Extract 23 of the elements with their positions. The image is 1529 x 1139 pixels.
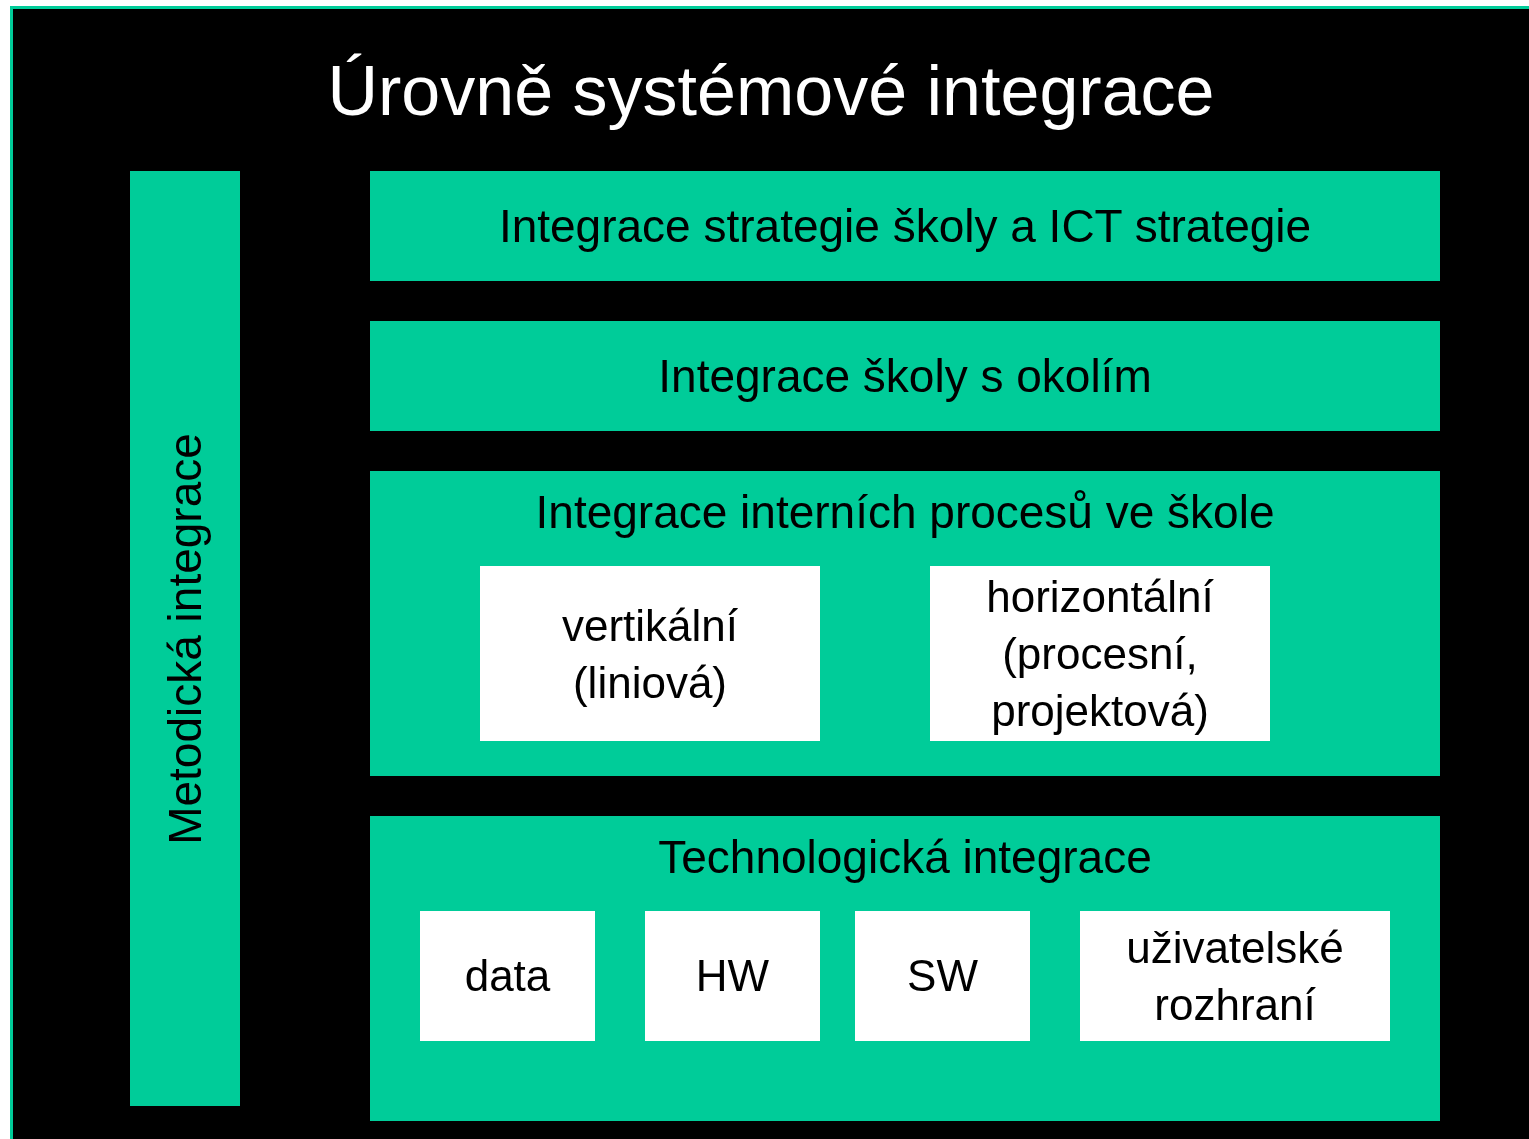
layer-band bbox=[370, 471, 1440, 776]
category-box bbox=[420, 911, 595, 1041]
box-label: uživatelské rozhraní bbox=[1125, 921, 1345, 1031]
box-label: vertikální (liniová) bbox=[560, 599, 740, 709]
band-heading: Integrace interních procesů ve škole bbox=[535, 485, 1275, 539]
vertical-band bbox=[130, 171, 240, 1106]
band-label: Integrace školy s okolím bbox=[658, 349, 1152, 403]
slide-title: Úrovně systémové integrace bbox=[326, 51, 1216, 131]
category-box bbox=[480, 566, 820, 741]
category-box bbox=[930, 566, 1270, 741]
band-label: Metodická integrace bbox=[158, 432, 212, 845]
band-label: Integrace strategie školy a ICT strategie bbox=[498, 199, 1312, 253]
box-label: HW bbox=[694, 950, 771, 1003]
box-label: horizontální (procesní, projektová) bbox=[985, 570, 1215, 738]
band-heading: Technologická integrace bbox=[658, 830, 1152, 884]
category-box bbox=[1080, 911, 1390, 1041]
layer-band bbox=[370, 816, 1440, 1121]
category-box bbox=[645, 911, 820, 1041]
layer-band bbox=[370, 321, 1440, 431]
box-label: SW bbox=[906, 950, 979, 1003]
box-label: data bbox=[463, 950, 552, 1003]
layer-band bbox=[370, 171, 1440, 281]
category-box bbox=[855, 911, 1030, 1041]
